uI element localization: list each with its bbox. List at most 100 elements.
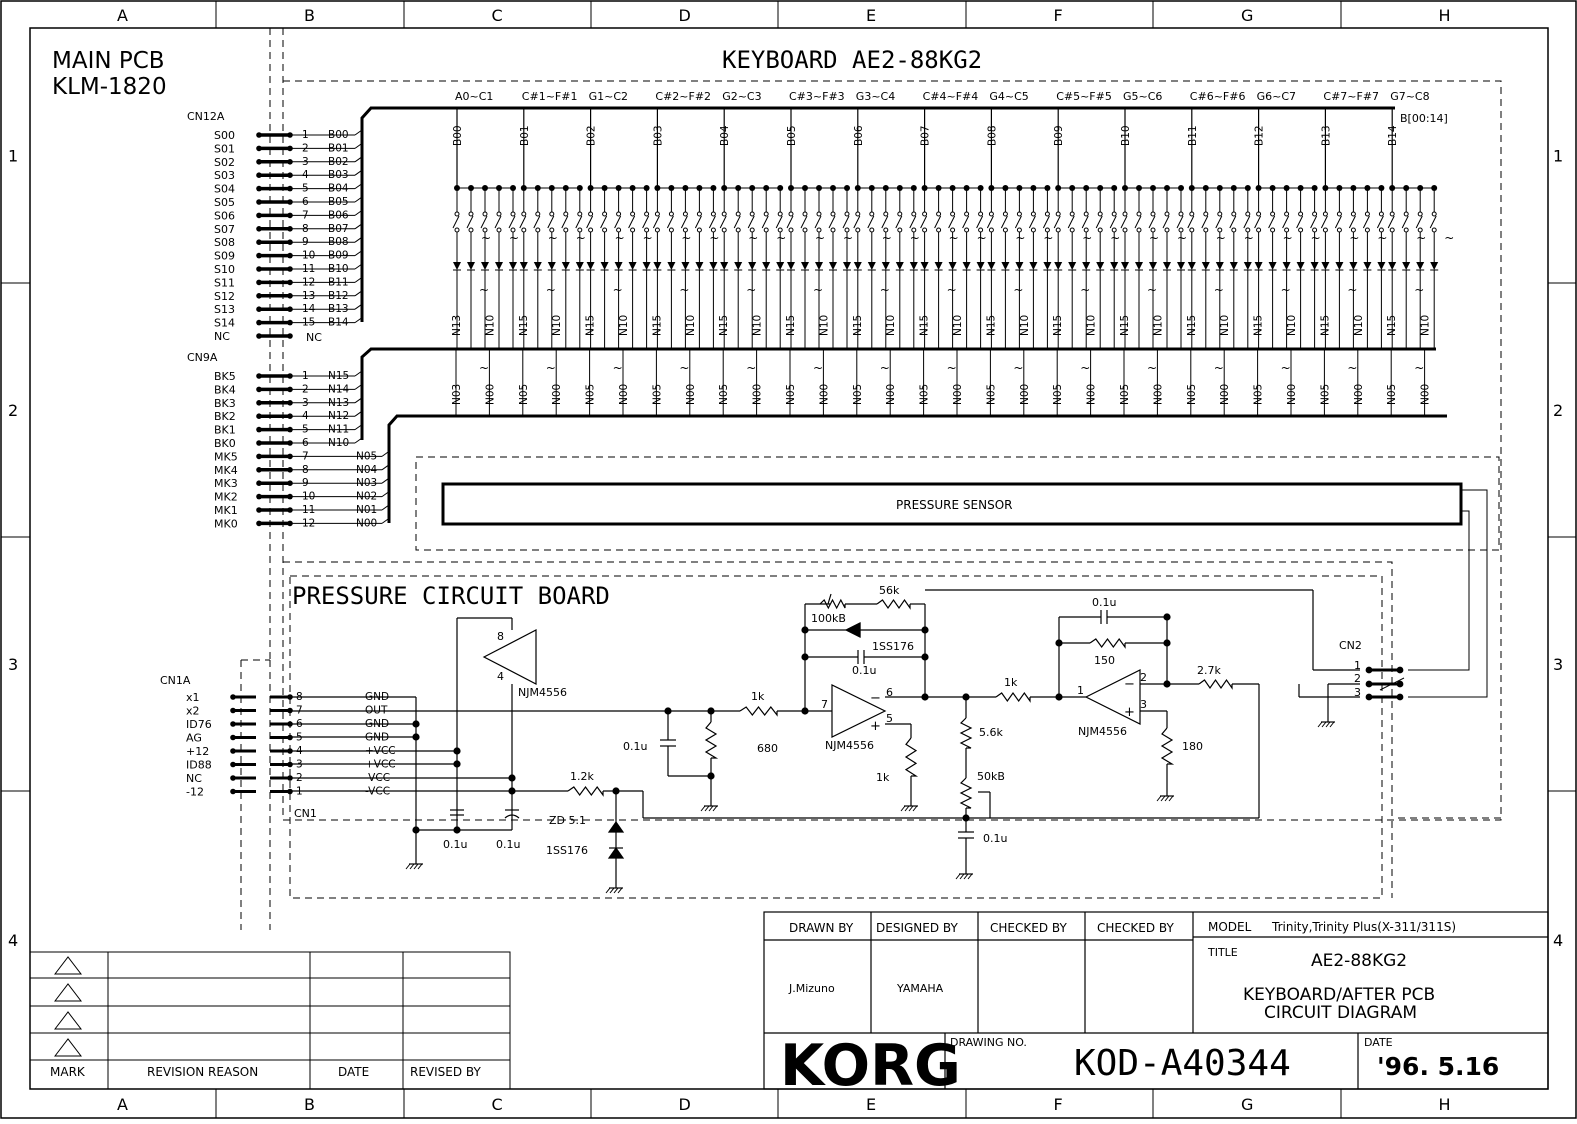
revision-table-headers: MARK REVISION REASON DATE REVISED BY xyxy=(50,1065,481,1079)
svg-text:0.1u: 0.1u xyxy=(1092,596,1116,609)
n-lower-label: N00 xyxy=(752,384,764,405)
b-line-label: B03 xyxy=(652,125,664,146)
key-range-11: C#6~F#6 xyxy=(1190,90,1246,103)
n-lower-label: N00 xyxy=(1286,384,1298,405)
main-pcb-model: KLM-1820 xyxy=(52,74,167,100)
svg-text:6: 6 xyxy=(886,686,893,699)
tilde: ~ xyxy=(1444,231,1454,245)
svg-text:+: + xyxy=(1124,705,1135,720)
tilde: ~ xyxy=(746,283,756,297)
component-labels: 8 4 NJM4556 0.1u 0.1u 1.2k ZD 5.1 1SS176… xyxy=(443,584,1362,857)
tilde: ~ xyxy=(613,361,623,375)
svg-text:1: 1 xyxy=(1354,659,1361,672)
title-line-2: KEYBOARD/AFTER PCB xyxy=(1243,985,1435,1005)
cn9a-label: CN9A xyxy=(187,351,218,364)
n-lower-label: N00 xyxy=(1152,384,1164,405)
pin-signal: x1 xyxy=(186,691,200,704)
n-lower-label: N05 xyxy=(985,384,997,405)
tilde: ~ xyxy=(882,231,892,245)
model-header: MODEL xyxy=(1208,920,1252,934)
svg-text:0.1u: 0.1u xyxy=(496,838,520,851)
pin-signal: S14 xyxy=(214,317,235,330)
n-lower-label: N05 xyxy=(1186,384,1198,405)
svg-text:56k: 56k xyxy=(879,584,900,597)
svg-text:1.2k: 1.2k xyxy=(570,770,594,783)
key-range-0: A0~C1 xyxy=(455,90,493,103)
main-pcb-title: MAIN PCB xyxy=(52,48,165,74)
tilde: ~ xyxy=(1216,231,1226,245)
key-range-8: G4~C5 xyxy=(989,90,1028,103)
grid-col-C: C xyxy=(492,6,503,25)
designed-by-header: DESIGNED BY xyxy=(876,921,958,935)
op2-label: NJM4556 xyxy=(1078,725,1127,738)
b-line-label: B11 xyxy=(1187,125,1199,146)
key-range-14: G7~C8 xyxy=(1390,90,1429,103)
n-lower-label: N00 xyxy=(818,384,830,405)
tilde: ~ xyxy=(548,231,558,245)
b-line-label: B10 xyxy=(1120,125,1132,146)
drawing-number: KOD-A40344 xyxy=(1074,1043,1291,1084)
svg-text:1k: 1k xyxy=(1004,676,1018,689)
n-upper-label: N15 xyxy=(785,315,797,336)
b-line-label: B09 xyxy=(1053,125,1065,146)
n-upper-label: N10 xyxy=(551,315,563,336)
pin-signal: ID76 xyxy=(186,718,212,731)
tilde: ~ xyxy=(1347,283,1357,297)
n-lower-label: N05 xyxy=(585,384,597,405)
n-lower-label: N00 xyxy=(1219,384,1231,405)
key-range-5: C#3~F#3 xyxy=(789,90,845,103)
title-block xyxy=(763,911,1549,1090)
cn2-label: CN2 xyxy=(1339,639,1362,652)
drawn-by-header: DRAWN BY xyxy=(789,921,854,935)
n-upper-label: N15 xyxy=(919,315,931,336)
grid-col-B: B xyxy=(304,6,315,25)
svg-text:150: 150 xyxy=(1094,654,1115,667)
drawing-no-header: DRAWING NO. xyxy=(950,1036,1027,1049)
svg-text:2: 2 xyxy=(1354,672,1361,685)
main-pcb-block: MAIN PCB KLM-1820 xyxy=(52,28,284,660)
svg-text:5.6k: 5.6k xyxy=(979,726,1003,739)
svg-text:0.1u: 0.1u xyxy=(443,838,467,851)
grid-col-H-bottom: H xyxy=(1439,1095,1451,1114)
n-upper-label: N10 xyxy=(1353,315,1365,336)
svg-text:5: 5 xyxy=(886,712,893,725)
tilde: ~ xyxy=(1281,283,1291,297)
svg-text:50kB: 50kB xyxy=(977,770,1005,783)
pin-signal: S03 xyxy=(214,169,235,182)
tilde: ~ xyxy=(813,283,823,297)
n-upper-label: N15 xyxy=(651,315,663,336)
grid-row-2: 2 xyxy=(8,401,18,420)
tilde: ~ xyxy=(479,283,489,297)
n-upper-label: N15 xyxy=(1186,315,1198,336)
n-upper-label: N15 xyxy=(1386,315,1398,336)
n-upper-label: N15 xyxy=(585,315,597,336)
tilde: ~ xyxy=(1082,231,1092,245)
pin-signal: BK0 xyxy=(214,437,236,450)
grid-col-D-bottom: D xyxy=(679,1095,691,1114)
tilde: ~ xyxy=(947,361,957,375)
model-value: Trinity,Trinity Plus(X-311/311S) xyxy=(1271,920,1456,934)
checked-by-header-1: CHECKED BY xyxy=(990,921,1067,935)
pin-signal: S09 xyxy=(214,250,235,263)
title-line-3: CIRCUIT DIAGRAM xyxy=(1264,1003,1417,1023)
rev-reason-header: REVISION REASON xyxy=(147,1065,258,1079)
n-lower-label: N00 xyxy=(1420,384,1432,405)
title-block-text: DRAWN BY DESIGNED BY CHECKED BY CHECKED … xyxy=(780,920,1499,1099)
grid-col-E: E xyxy=(866,6,876,25)
tilde: ~ xyxy=(1147,361,1157,375)
cn1-label: CN1 xyxy=(294,807,317,820)
n-upper-label: N15 xyxy=(1119,315,1131,336)
cn1a-label: CN1A xyxy=(160,674,191,687)
n-lower-label: N00 xyxy=(1353,384,1365,405)
grid-col-F-bottom: F xyxy=(1054,1095,1063,1114)
n-lower-label: N05 xyxy=(651,384,663,405)
n-lower-label: N05 xyxy=(718,384,730,405)
tilde: ~ xyxy=(1283,231,1293,245)
tilde: ~ xyxy=(679,361,689,375)
tilde: ~ xyxy=(1349,231,1359,245)
svg-text:−: − xyxy=(870,691,881,706)
tilde: ~ xyxy=(843,231,853,245)
tilde: ~ xyxy=(880,361,890,375)
